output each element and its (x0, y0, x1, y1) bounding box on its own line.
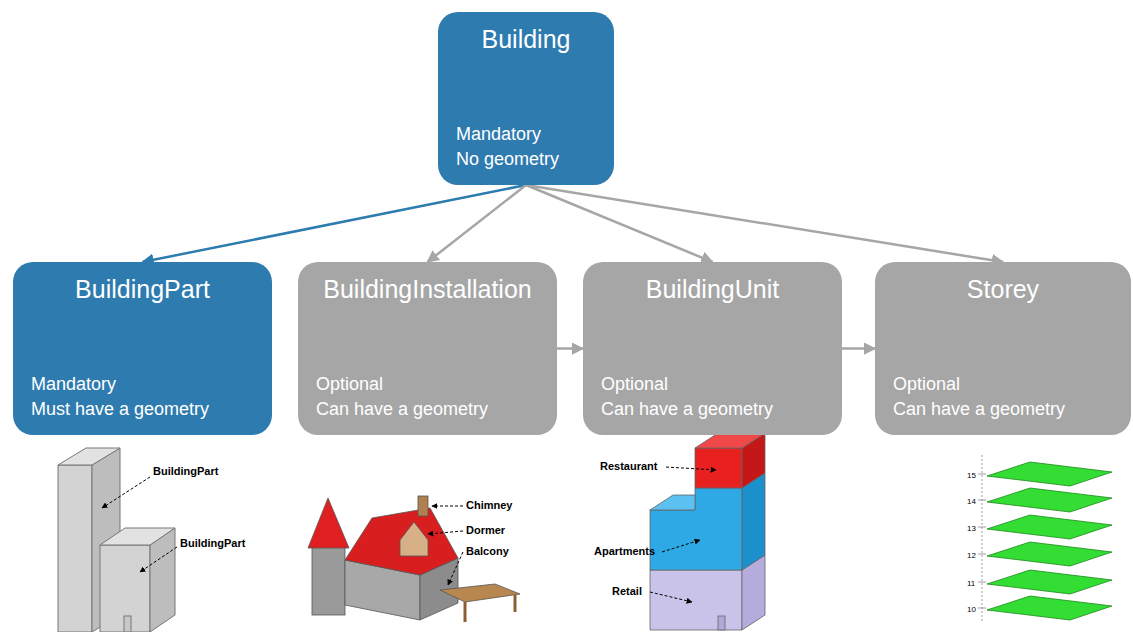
leader-line (140, 547, 177, 572)
class-property: Optional (893, 372, 1113, 396)
class-name: Building (456, 24, 596, 54)
height-axis (982, 455, 983, 622)
storey-number: 12 (967, 551, 976, 561)
class-name: Storey (893, 274, 1113, 304)
axis-tick (978, 582, 986, 583)
installation-label: Dormer (466, 524, 505, 537)
unit-label: Apartments (594, 545, 655, 558)
apartments-unit (650, 488, 742, 570)
connector-arrow (557, 347, 583, 350)
storey-number: 11 (967, 579, 975, 589)
restaurant-unit-top (695, 433, 765, 448)
storey-plane (987, 488, 1112, 512)
class-property: Mandatory (31, 372, 254, 396)
class-property: Can have a geometry (601, 397, 824, 421)
axis-tick (978, 500, 986, 501)
unit-label: Restaurant (600, 460, 657, 473)
class-property: Must have a geometry (31, 397, 254, 421)
low-part-side (150, 528, 175, 632)
class-property: No geometry (456, 147, 596, 171)
retail-unit (650, 570, 742, 630)
leader-lines (650, 467, 716, 602)
restaurant-unit (695, 448, 742, 488)
axis-tick (978, 527, 986, 528)
installation-label: Chimney (466, 499, 512, 512)
leader-line (432, 506, 463, 507)
tower-roof (308, 498, 349, 548)
leader-lines (102, 477, 177, 572)
balcony-post (464, 602, 467, 622)
chimney (418, 496, 428, 516)
storey-plane (987, 596, 1112, 620)
connector-arrow (842, 347, 875, 350)
leader-line (102, 477, 150, 508)
class-property: Optional (316, 372, 539, 396)
leader-line (662, 540, 700, 552)
class-property: Can have a geometry (893, 397, 1113, 421)
optional-box: BuildingUnitOptionalCan have a geometry (583, 262, 842, 435)
class-property: Optional (601, 372, 824, 396)
leader-line (650, 592, 692, 602)
installation-label: Balcony (466, 545, 509, 558)
storey-plane (987, 542, 1112, 566)
door (124, 616, 131, 632)
class-name: BuildingInstallation (316, 274, 539, 304)
tower-wall (312, 545, 345, 615)
apartments-unit-side (742, 473, 765, 570)
unit-figure (650, 433, 765, 630)
part-label: BuildingPart (153, 465, 218, 478)
root-box: BuildingMandatoryNo geometry (438, 12, 614, 185)
house-roof (345, 508, 458, 575)
storey-number: 15 (967, 471, 976, 481)
leader-lines (428, 506, 463, 585)
optional-box: BuildingInstallationOptionalCan have a g… (298, 262, 557, 435)
axis-tick (978, 554, 986, 555)
balcony (440, 584, 520, 602)
axis-tick (978, 608, 986, 609)
connector-arrow (428, 185, 527, 262)
class-name: BuildingPart (31, 274, 254, 304)
installation-figure (308, 496, 520, 622)
connector-arrow (526, 185, 713, 262)
storey-plane (987, 515, 1112, 539)
dormer (400, 522, 428, 556)
storey-figure (978, 455, 1112, 622)
storey-number: 14 (967, 497, 976, 507)
leader-line (666, 467, 716, 470)
connector-arrow (526, 185, 1003, 262)
low-part-top (100, 528, 175, 545)
class-property: Mandatory (456, 122, 596, 146)
class-name: BuildingUnit (601, 274, 824, 304)
leader-line (428, 531, 463, 534)
connector-arrow (143, 185, 527, 262)
balcony-post (514, 595, 517, 612)
class-property: Can have a geometry (316, 397, 539, 421)
mandatory-box: BuildingPartMandatoryMust have a geometr… (13, 262, 272, 435)
tall-part-top (58, 448, 120, 465)
storey-plane (987, 462, 1112, 486)
door (718, 616, 725, 630)
storey-number: 13 (967, 524, 976, 534)
low-part-front (100, 545, 150, 632)
unit-label: Retail (612, 585, 642, 598)
apartments-unit-top (650, 495, 695, 510)
leader-line (448, 552, 463, 585)
storey-plane (987, 570, 1112, 594)
part-label: BuildingPart (180, 537, 245, 550)
storey-number: 10 (967, 605, 976, 615)
axis-tick (978, 474, 986, 475)
tall-part-front (58, 465, 92, 632)
optional-box: StoreyOptionalCan have a geometry (875, 262, 1131, 435)
